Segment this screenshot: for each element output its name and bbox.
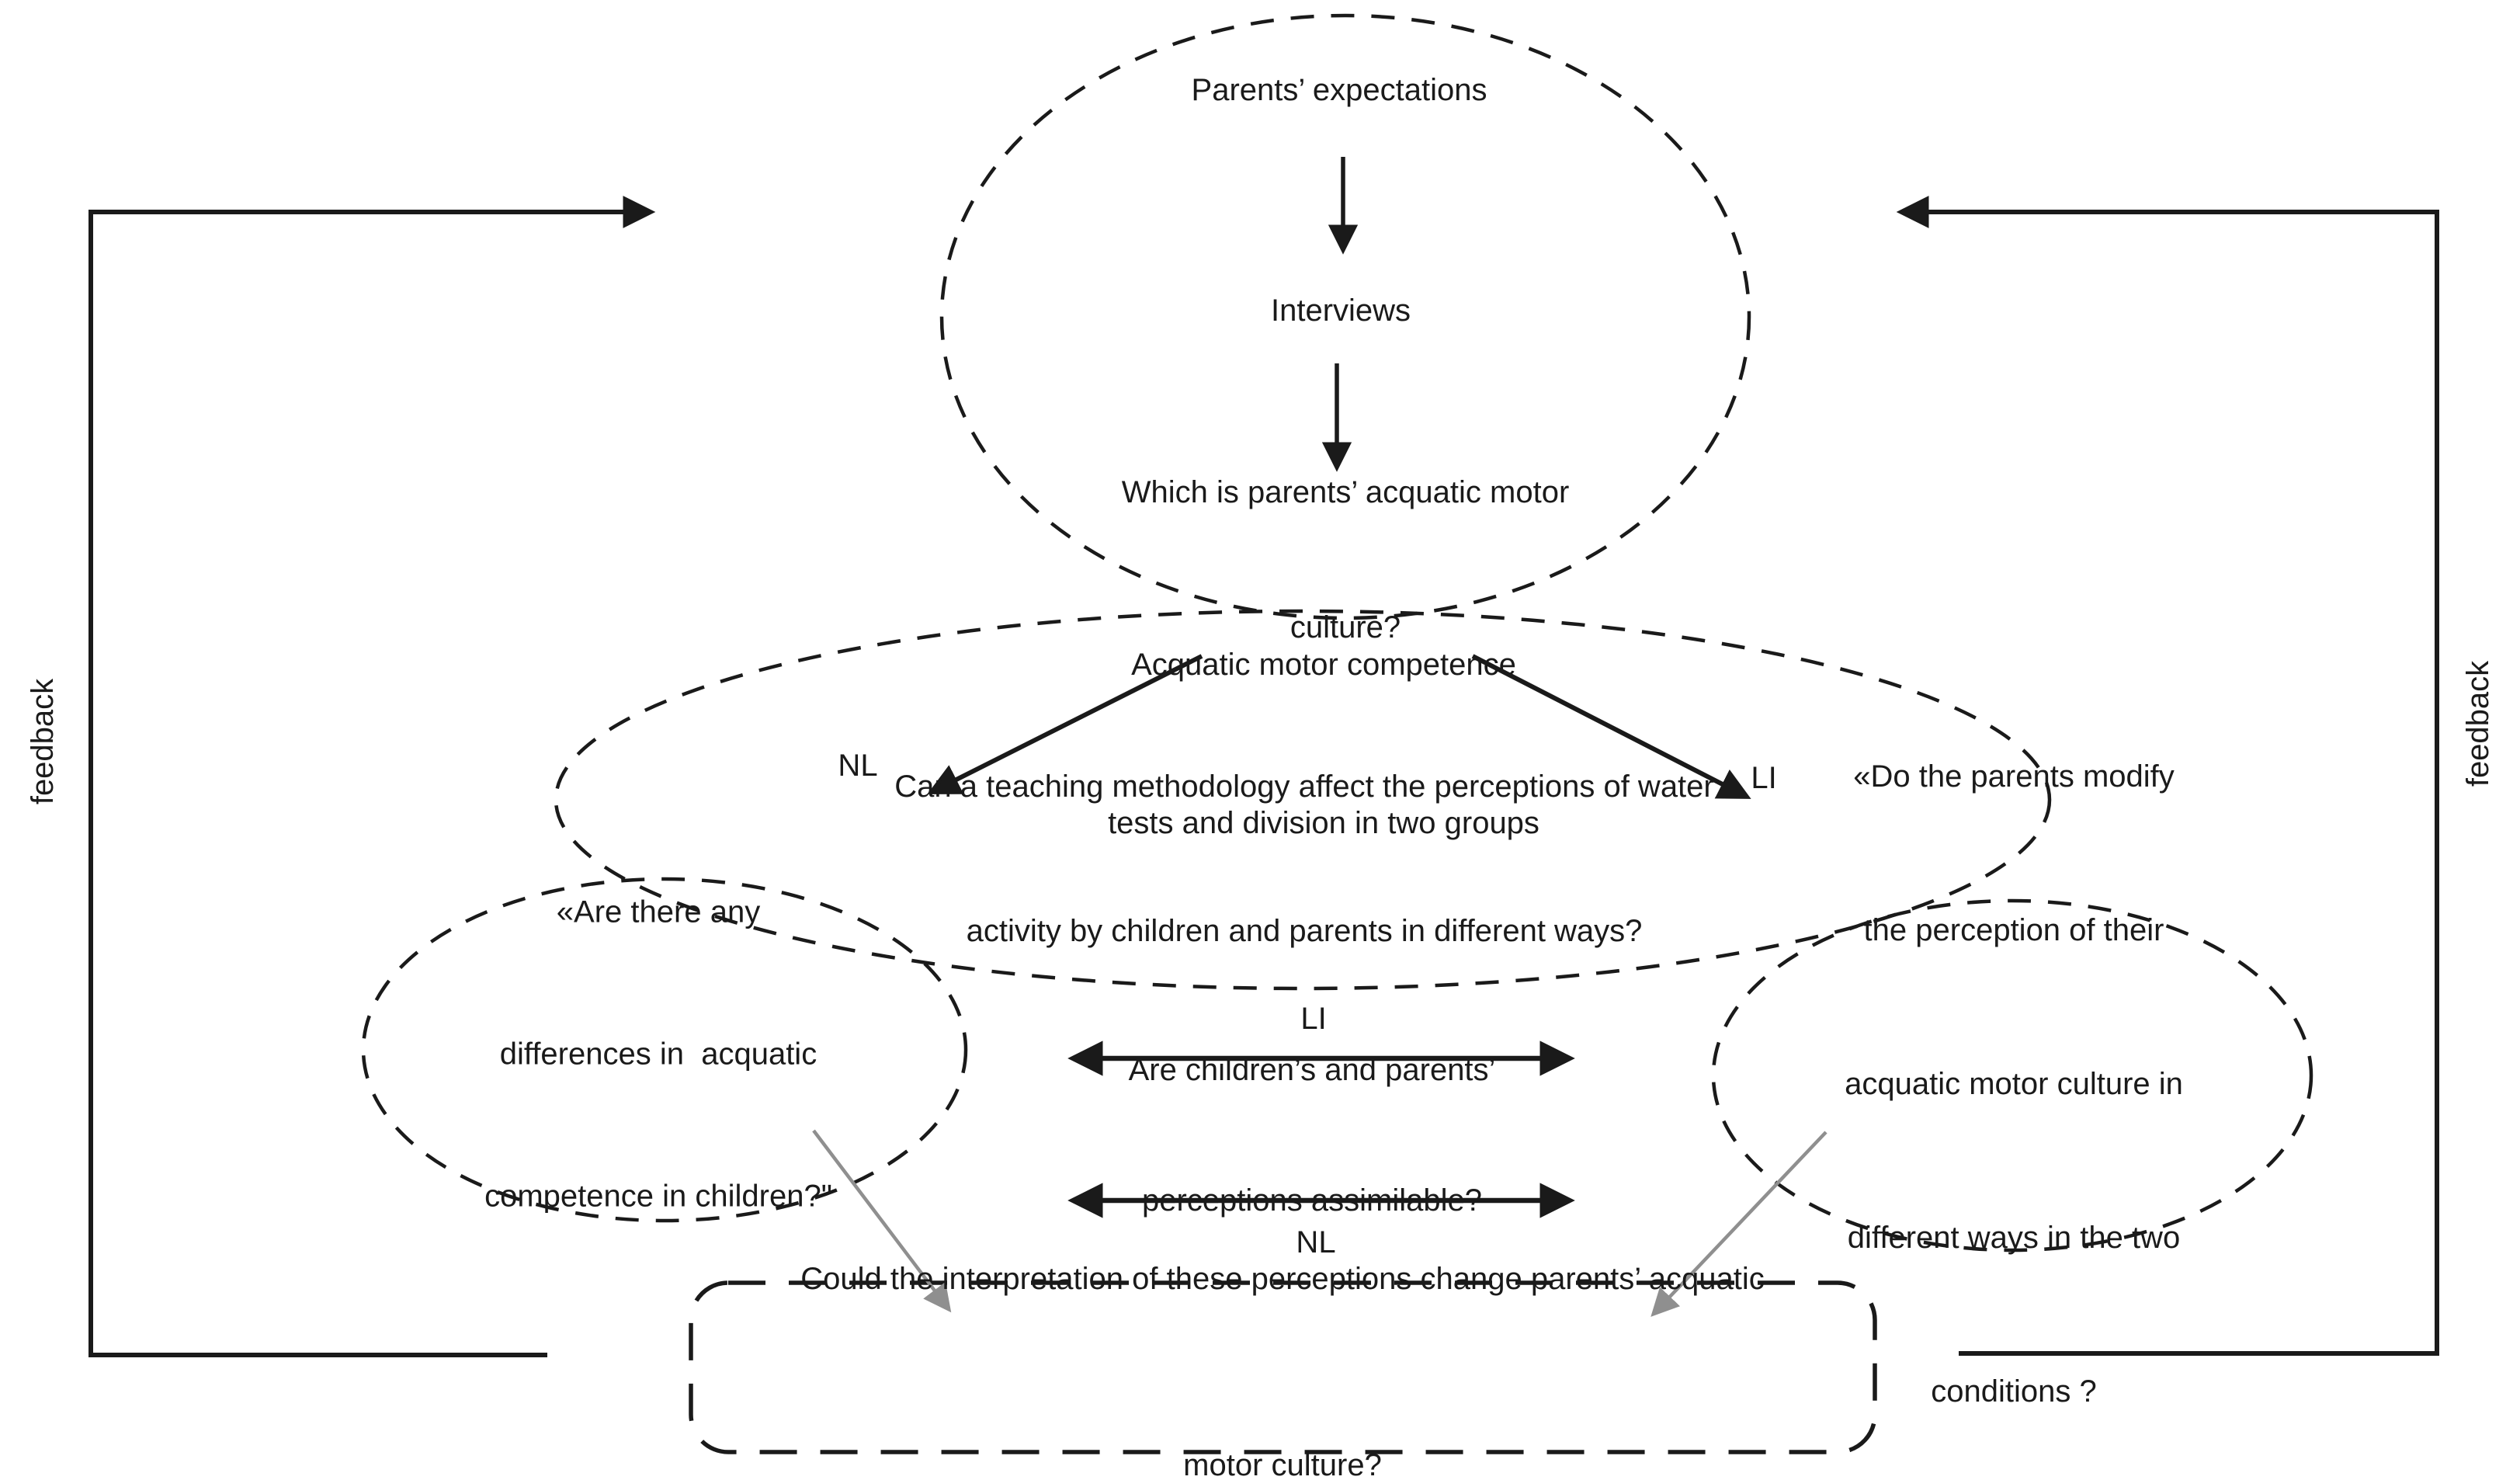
top-ellipse-outline [939,13,1751,620]
process-line: tests and division in two groups [1108,806,1539,840]
question-line: Are children’s and parents’ [1128,1053,1496,1087]
group-nl-label: NL [838,749,878,783]
left-ellipse-outline [361,877,968,1223]
comparison-nl-label: NL [1296,1225,1336,1259]
question-line: «Are there any [556,895,761,929]
question-line: «Do the parents modify [1853,759,2175,794]
question-line: Which is parents’ acquatic motor [1121,475,1570,509]
question-line: differences in acquatic [499,1037,817,1072]
feedback-loop-right-arrow [1896,196,2439,1356]
teaching-methodology-question: Can a teaching methodology affect the pe… [894,666,1714,1051]
feedback-loop-left-arrow [89,196,656,1357]
differences-question: «Are there any differences in acquatic c… [484,794,832,1315]
question-line: perceptions assimilable? [1141,1183,1482,1218]
parents-culture-question: Which is parents’ acquatic motor culture… [1122,380,1570,740]
question-line: different ways in the two [1847,1221,2181,1255]
interviews-label: Interviews [1270,294,1411,328]
question-line: the perception of their [1863,913,2164,947]
question-line: conditions ? [1931,1374,2097,1409]
right-ellipse-to-bottom-box-arrow [1650,1131,1828,1317]
question-line: Could the interpretation of these percep… [800,1262,1765,1296]
group-li-label: LI [1751,761,1777,795]
question-line: acquatic motor culture in [1845,1067,2183,1101]
question-line: Can a teaching methodology affect the pe… [894,770,1714,804]
question-line: competence in children?" [484,1179,832,1214]
feedback-label-left: feedback [26,678,60,805]
parents-expectations-label: Parents’ expectations [1191,73,1487,107]
interpretation-question: Could the interpretation of these percep… [800,1124,1765,1480]
process-line: Acquatic motor competence [1131,648,1516,682]
question-line: motor culture? [1183,1448,1382,1480]
feedback-label-right: feedback [2461,660,2495,787]
bottom-box-outline [689,1280,1877,1454]
competence-tests-label: Acquatic motor competence tests and divi… [1108,533,1539,955]
parents-modify-question: «Do the parents modify the perception of… [1845,648,2183,1480]
split-to-nl-arrow [927,654,1203,794]
question-line: activity by children and parents in diff… [966,914,1643,948]
comparison-li-label: LI [1300,1002,1327,1036]
left-ellipse-to-bottom-box-arrow [812,1129,952,1313]
right-ellipse-outline [1711,898,2313,1252]
assimilable-question: Are children’s and parents’ perceptions … [1129,961,1496,1309]
split-to-li-arrow [1471,654,1751,799]
middle-ellipse-outline [554,609,2052,991]
question-line: culture? [1290,610,1401,644]
